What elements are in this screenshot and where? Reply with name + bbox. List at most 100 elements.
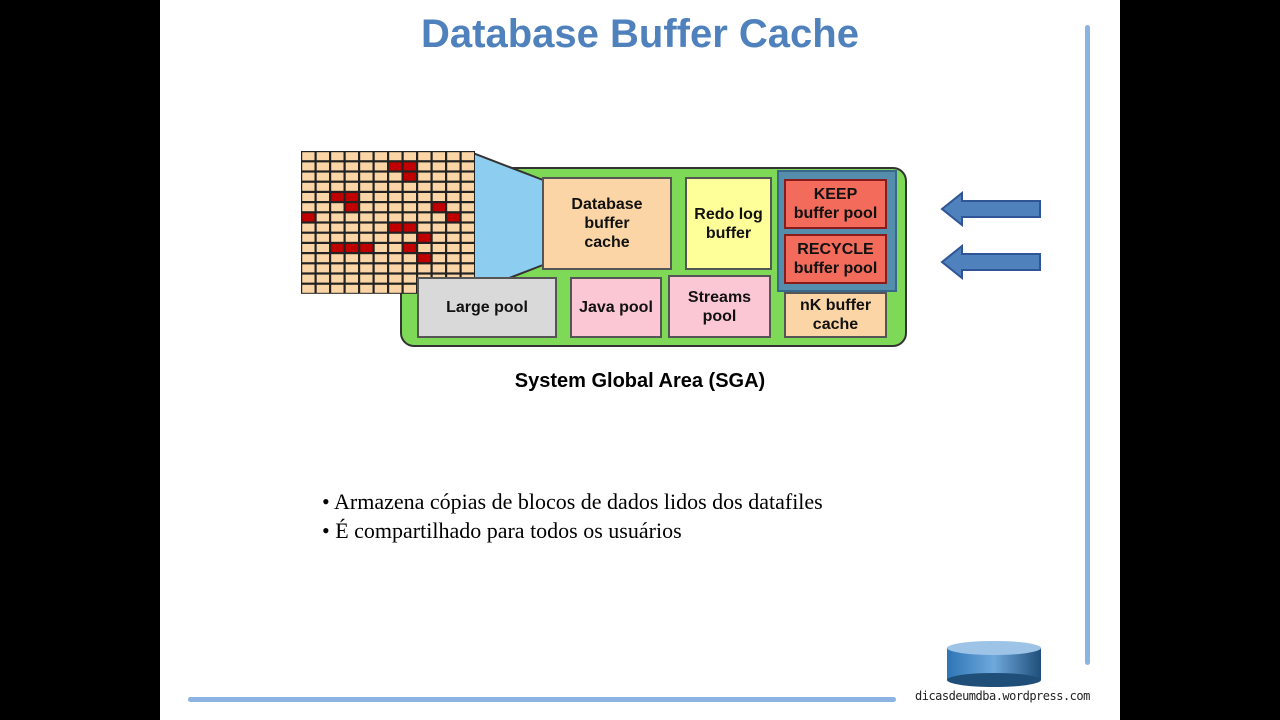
data-block bbox=[316, 152, 329, 161]
data-block bbox=[360, 152, 373, 161]
data-block bbox=[418, 254, 431, 263]
data-block bbox=[447, 182, 460, 191]
data-block bbox=[403, 193, 416, 201]
data-block bbox=[345, 172, 358, 181]
data-block bbox=[389, 233, 402, 242]
data-block bbox=[374, 274, 387, 283]
data-block bbox=[316, 182, 329, 191]
data-block bbox=[374, 254, 387, 263]
data-block bbox=[316, 193, 329, 201]
data-block bbox=[302, 254, 315, 263]
data-block bbox=[316, 244, 329, 252]
data-block bbox=[316, 274, 329, 283]
data-block bbox=[331, 193, 344, 201]
data-block bbox=[360, 213, 373, 222]
data-block bbox=[374, 223, 387, 232]
data-block bbox=[403, 244, 416, 252]
data-block bbox=[360, 264, 373, 273]
data-block bbox=[302, 244, 315, 252]
data-block bbox=[302, 233, 315, 242]
data-block bbox=[360, 182, 373, 191]
data-block bbox=[374, 182, 387, 191]
data-block bbox=[418, 182, 431, 191]
data-block bbox=[360, 162, 373, 171]
data-block bbox=[360, 203, 373, 212]
data-block bbox=[432, 193, 445, 201]
data-block bbox=[447, 213, 460, 222]
data-block bbox=[461, 244, 474, 252]
data-block bbox=[316, 213, 329, 222]
data-block bbox=[316, 223, 329, 232]
data-block bbox=[432, 182, 445, 191]
data-block bbox=[345, 233, 358, 242]
data-block bbox=[345, 162, 358, 171]
data-block bbox=[418, 244, 431, 252]
data-block bbox=[374, 152, 387, 161]
data-block bbox=[389, 274, 402, 283]
keep-buffer-pool: KEEP buffer pool bbox=[784, 179, 887, 229]
data-block bbox=[389, 203, 402, 212]
data-block bbox=[389, 264, 402, 273]
data-block bbox=[403, 162, 416, 171]
data-block bbox=[302, 182, 315, 191]
data-block bbox=[389, 172, 402, 181]
bullet-item: É compartilhado para todos os usuários bbox=[322, 516, 823, 545]
data-block bbox=[432, 223, 445, 232]
data-block bbox=[331, 162, 344, 171]
data-block bbox=[374, 244, 387, 252]
data-block bbox=[403, 152, 416, 161]
sga-caption: System Global Area (SGA) bbox=[514, 370, 766, 392]
data-block bbox=[403, 264, 416, 273]
data-block bbox=[461, 172, 474, 181]
data-block bbox=[418, 233, 431, 242]
data-block bbox=[461, 152, 474, 161]
data-block bbox=[447, 254, 460, 263]
data-block bbox=[360, 193, 373, 201]
buffer-funnel bbox=[473, 151, 544, 294]
keep-pool-arrow-icon bbox=[940, 191, 1041, 227]
data-block bbox=[418, 152, 431, 161]
data-block bbox=[418, 193, 431, 201]
data-block bbox=[374, 233, 387, 242]
data-block bbox=[316, 284, 329, 293]
data-block bbox=[461, 162, 474, 171]
footer-url: dicasdeumdba.wordpress.com bbox=[915, 689, 1090, 703]
data-block bbox=[316, 203, 329, 212]
data-block bbox=[302, 203, 315, 212]
java-pool: Java pool bbox=[570, 277, 662, 338]
streams-pool: Streams pool bbox=[668, 275, 771, 338]
data-block bbox=[389, 152, 402, 161]
data-block bbox=[418, 223, 431, 232]
data-block bbox=[331, 172, 344, 181]
data-block bbox=[331, 284, 344, 293]
data-block bbox=[461, 254, 474, 263]
data-block bbox=[447, 162, 460, 171]
data-block bbox=[403, 203, 416, 212]
data-block bbox=[331, 213, 344, 222]
data-block bbox=[374, 162, 387, 171]
data-block bbox=[316, 162, 329, 171]
data-block bbox=[461, 213, 474, 222]
data-block bbox=[331, 244, 344, 252]
data-block bbox=[374, 264, 387, 273]
data-block bbox=[316, 264, 329, 273]
data-block bbox=[418, 162, 431, 171]
data-block bbox=[302, 152, 315, 161]
data-block bbox=[461, 203, 474, 212]
data-block bbox=[331, 203, 344, 212]
data-block bbox=[461, 193, 474, 201]
data-block bbox=[447, 223, 460, 232]
data-block bbox=[360, 244, 373, 252]
redo-log-buffer: Redo log buffer bbox=[685, 177, 772, 270]
data-block bbox=[447, 193, 460, 201]
data-block bbox=[461, 182, 474, 191]
data-block bbox=[432, 254, 445, 263]
large-pool: Large pool bbox=[417, 277, 557, 338]
data-block bbox=[331, 254, 344, 263]
data-block bbox=[432, 213, 445, 222]
data-block bbox=[403, 274, 416, 283]
data-block bbox=[316, 254, 329, 263]
data-block bbox=[331, 182, 344, 191]
data-block bbox=[403, 172, 416, 181]
data-block bbox=[432, 152, 445, 161]
